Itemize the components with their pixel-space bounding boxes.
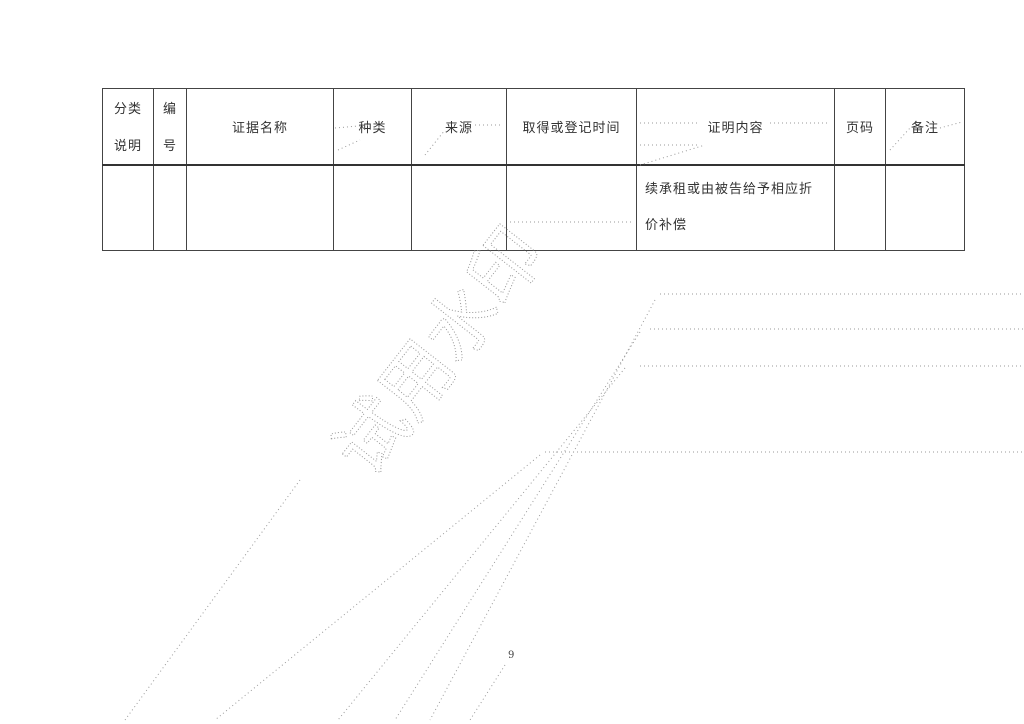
- header-category-line2: 说明: [113, 139, 142, 155]
- header-type: 种类: [333, 88, 412, 166]
- proof-content-line1: 续承租或由被告给予相应折: [645, 181, 814, 197]
- header-remarks: 备注: [885, 88, 965, 166]
- cell-number: [153, 164, 187, 251]
- header-number-line2: 号: [162, 139, 177, 155]
- cell-type: [333, 164, 412, 251]
- cell-page: [834, 164, 886, 251]
- cell-remarks: [885, 164, 965, 251]
- cell-source: [411, 164, 507, 251]
- header-category-line1: 分类: [113, 102, 142, 118]
- cell-obtain-time: [506, 164, 637, 251]
- header-source: 来源: [411, 88, 507, 166]
- page-number: 9: [508, 650, 515, 661]
- table-header-row: 分类 说明 编 号 证据名称 种类 来源 取得或登记时间 证明内容 页码 备注: [102, 88, 965, 166]
- header-obtain-time: 取得或登记时间: [506, 88, 637, 166]
- header-evidence-name: 证据名称: [186, 88, 334, 166]
- header-category: 分类 说明: [102, 88, 154, 166]
- evidence-table: 分类 说明 编 号 证据名称 种类 来源 取得或登记时间 证明内容 页码 备注: [102, 88, 965, 251]
- header-number-line1: 编: [162, 102, 177, 118]
- header-number: 编 号: [153, 88, 187, 166]
- proof-content-line2: 价补偿: [645, 217, 688, 233]
- table-row: 续承租或由被告给予相应折 价补偿: [102, 164, 965, 251]
- cell-proof-content: 续承租或由被告给予相应折 价补偿: [636, 164, 835, 251]
- cell-evidence-name: [186, 164, 334, 251]
- cell-category: [102, 164, 154, 251]
- header-proof-content: 证明内容: [636, 88, 835, 166]
- watermark-text: 试用水印: [317, 212, 561, 491]
- header-page: 页码: [834, 88, 886, 166]
